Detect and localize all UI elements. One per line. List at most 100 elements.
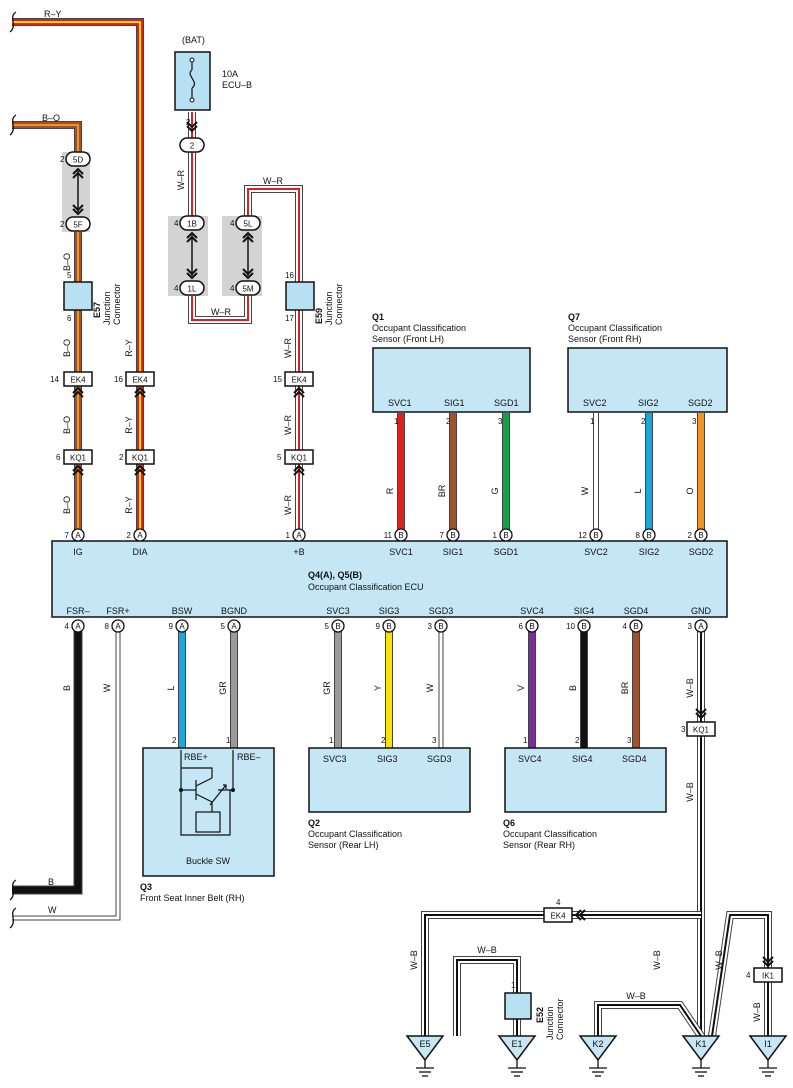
q2-pin-label: SVC3 — [323, 754, 347, 764]
q7-sub: Sensor (Front RH) — [568, 334, 642, 344]
wire-label-l-group: L — [166, 685, 176, 690]
ground-label: E5 — [419, 1039, 430, 1049]
ecu-bottom-pin-conn: B — [335, 622, 340, 631]
chev-up-icon — [293, 464, 305, 476]
ecu-bottom-pin-num: 4 — [65, 622, 70, 631]
ecu-bottom-pin-label: SVC4 — [520, 606, 544, 616]
ecu-top-pin-num: 12 — [578, 531, 587, 540]
wire-label-r-group: R — [385, 487, 395, 494]
ecu-top-pin-label: SIG2 — [639, 547, 660, 557]
q2-name: Occupant Classification — [308, 829, 402, 839]
junction-pin-5l: 5L — [244, 220, 253, 229]
chev-up-icon — [134, 464, 146, 476]
ecu-bottom-pin-conn-circle — [629, 619, 643, 633]
q1-sensor-box — [372, 347, 531, 413]
e57-pin-bottom: 6 — [67, 314, 72, 323]
wire-e52-wb-stripe — [456, 959, 518, 1036]
q3-id: Q3 — [140, 882, 152, 892]
ecu-bottom-pin-conn: B — [438, 622, 443, 631]
buckle-switch-icon — [180, 750, 234, 836]
junction-pin-1b: 1B — [187, 220, 197, 229]
q7-pin-label: SIG2 — [638, 398, 659, 408]
wire-label-ry-group: R–Y — [124, 339, 134, 357]
inline-kq1-wr: KQ1 — [291, 454, 308, 463]
q1-pin-label: SVC1 — [388, 398, 412, 408]
wire-label-bo-group: B–O — [62, 253, 72, 271]
inline-pin-num: 4 — [556, 898, 561, 907]
ecu-bottom-pin-conn-circle — [382, 619, 396, 633]
q1-id: Q1 — [372, 312, 384, 322]
ground-label: K2 — [592, 1039, 603, 1049]
wire-label-wb-group: W–B — [652, 950, 662, 970]
wire-label-bo-group: B–O — [62, 496, 72, 514]
chev-up-icon — [72, 386, 84, 398]
q3-pin1: 1 — [226, 736, 231, 745]
ecu-bottom-pin-num: 8 — [105, 622, 110, 631]
e59-label2: Connector — [334, 283, 344, 325]
wire-label-bo-group: B–O — [62, 339, 72, 357]
e52-id: E52 — [535, 1007, 545, 1023]
bat-label: (BAT) — [182, 35, 205, 45]
wire-label-b-group: B — [62, 685, 72, 691]
wire-label-wb-group: W–B — [714, 950, 724, 970]
jpin-num: 2 — [60, 155, 65, 164]
q3-rbe-minus: RBE– — [237, 752, 261, 762]
fuse-rating: 10A — [222, 69, 238, 79]
ecu-top-pin-conn: A — [137, 531, 143, 540]
q6-id: Q6 — [503, 818, 515, 828]
ecu-top-pin-conn: B — [503, 531, 508, 540]
wire-fsr-minus-b-outline — [12, 623, 83, 895]
ecu-top-pin-num: 2 — [127, 531, 132, 540]
wire-label-v-group: V — [516, 685, 526, 691]
inline-ik1: IK1 — [762, 972, 775, 981]
inline-pin-num: 14 — [50, 375, 59, 384]
inline-pin-num: 3 — [681, 725, 686, 734]
wire-ry-stripe — [12, 21, 141, 535]
ecu-bottom-pin-conn: A — [75, 622, 81, 631]
wire-k2-wb — [595, 1002, 704, 1038]
cut-w-icon — [9, 907, 17, 929]
wire-ek4-wb-stripe — [424, 914, 701, 1036]
ecu-top-pin-conn-circle — [133, 528, 147, 542]
e57-pin-top: 5 — [67, 271, 72, 280]
wire-label-ry-group: R–Y — [124, 416, 134, 434]
wire-label-wr: W–R — [283, 338, 293, 359]
ecu-top-pin-label: SVC1 — [389, 547, 413, 557]
ecu-bottom-pin-num: 10 — [566, 622, 575, 631]
ecu-bottom-pin-conn: B — [633, 622, 638, 631]
wire-label-r: R — [385, 487, 395, 494]
inline-kq1-ry: KQ1 — [132, 454, 149, 463]
ecu-top-pin-label: +B — [293, 547, 304, 557]
ground-triangle-icon — [748, 1035, 788, 1062]
ecu-bottom-pin-num: 5 — [221, 622, 226, 631]
junction-pin-5m-bubble — [235, 280, 261, 296]
ecu-bottom-pin-conn-circle — [111, 619, 125, 633]
inline-kq1-bo-box — [63, 449, 93, 465]
wire-label-bo: B–O — [62, 416, 72, 434]
wire-label-wb-group: W–B — [685, 782, 695, 802]
ecu-bottom-pin-conn-circle — [694, 619, 708, 633]
wire-label-l-group: L — [633, 488, 643, 493]
wire-label-wr: W–R — [176, 170, 186, 191]
wire-label-wb: W–B — [752, 1002, 762, 1022]
wire-label-b: B — [568, 685, 578, 691]
q6-pin-label: SVC4 — [518, 754, 542, 764]
ecu-top-pin-conn: B — [450, 531, 455, 540]
inline-kq1-ry-box — [125, 449, 155, 465]
inline-pin-num: 2 — [119, 453, 124, 462]
wire-fsr-minus-b — [12, 623, 82, 894]
e59-pin-top: 16 — [285, 271, 294, 280]
jpin-num: 4 — [230, 219, 235, 228]
wire-label-br: BR — [620, 681, 630, 694]
ecu-bottom-pin-num: 3 — [688, 622, 693, 631]
inline-ek4-ry-box — [125, 371, 155, 387]
inline-ek4-gnd: EK4 — [550, 912, 566, 921]
ecu-top-pin-num: 2 — [688, 531, 693, 540]
e59-id: E59 — [314, 308, 324, 324]
inline-ek4-wr-box — [284, 371, 314, 387]
ecu-bottom-pin-num: 5 — [325, 622, 330, 631]
e59-pin-bottom: 17 — [285, 314, 294, 323]
fuse-box — [174, 51, 211, 111]
e59-connector — [285, 281, 315, 311]
